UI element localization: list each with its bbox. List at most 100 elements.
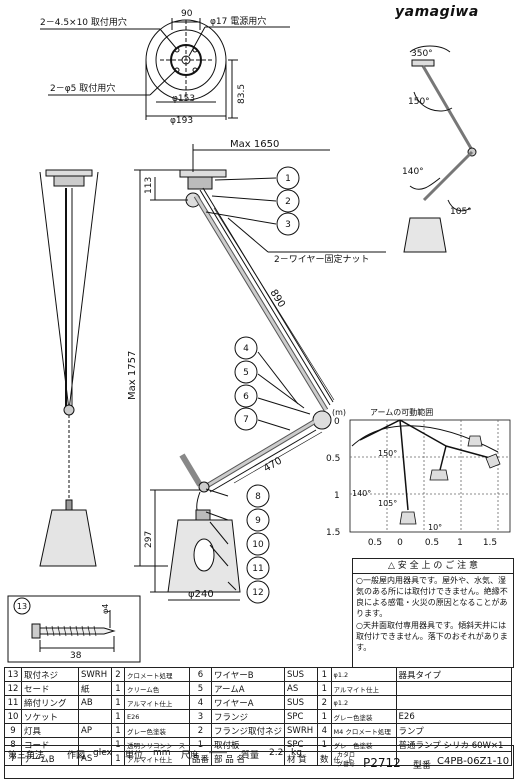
parts-cell-no2: 3 <box>188 709 213 724</box>
range-deg-140: 140° <box>352 489 371 498</box>
parts-cell-name: 締付リング <box>21 695 79 710</box>
callout-5: 5 <box>243 368 249 378</box>
author-label: 作図 <box>67 751 86 761</box>
range-chart <box>349 419 511 533</box>
parts-cell-no2: 2 <box>188 723 213 738</box>
range-deg-105: 105° <box>378 499 397 508</box>
parts-cell-finish: クロメート処理 <box>124 667 190 682</box>
parts-cell-mat <box>78 709 112 724</box>
side-deg-150: 150° <box>408 97 430 107</box>
parts-cell-fin2: φ1.2 <box>330 667 397 682</box>
parts-cell-qty: 1 <box>111 695 125 710</box>
range-unit: (m) <box>332 408 346 417</box>
parts-cell-fin2: アルマイト仕上 <box>330 681 397 696</box>
screw-no: 13 <box>17 602 27 611</box>
parts-cell-name2: アームA <box>211 681 286 696</box>
parts-cell-name: セード <box>21 681 79 696</box>
callout-numbers: 1 2 3 4 5 6 7 8 9 10 11 12 <box>243 174 291 598</box>
callout-4: 4 <box>243 344 249 354</box>
catalog-value: P2712 <box>363 756 401 770</box>
range-ytick-2: 1 <box>334 491 340 501</box>
brand-logo: yamagiwa <box>395 4 479 20</box>
parts-cell-no2: 6 <box>188 667 213 682</box>
catalog-label: カタログ番号 <box>337 752 356 768</box>
parts-cell-mat: SWRH <box>78 667 112 682</box>
range-deg-10: 10° <box>428 523 442 532</box>
dim-max-1650: Max 1650 <box>230 139 279 150</box>
parts-cell-mat: 紙 <box>78 681 112 696</box>
parts-cell-no2: 4 <box>188 695 213 710</box>
scale-value: ―― <box>209 748 227 758</box>
parts-cell-name: ソケット <box>21 709 79 724</box>
safety-note-2: ○天井面取付専用器具です。傾斜天井には取付けできません。落下のおそれがあります。 <box>356 621 508 652</box>
callout-12: 12 <box>252 588 263 598</box>
main-view <box>134 144 386 604</box>
parts-cell-name2: 部 品 名 <box>211 751 286 766</box>
unit-label: 単位 <box>125 751 144 761</box>
dim-90: 90 <box>181 9 193 19</box>
weight-label: 質量 <box>241 751 260 761</box>
parts-cell-name: 取付ネジ <box>21 667 79 682</box>
parts-cell-qty2: 1 <box>317 667 332 682</box>
spec-cell <box>395 681 513 696</box>
callout-8: 8 <box>255 492 261 502</box>
parts-cell-no: 12 <box>4 681 22 696</box>
parts-cell-name2: ワイヤーB <box>211 667 286 682</box>
spec-lamp-label: ランプ <box>395 723 513 738</box>
callout-3: 3 <box>285 220 291 230</box>
screw-dim-4: φ4 <box>101 604 110 614</box>
parts-cell-name: 灯具 <box>21 723 79 738</box>
parts-cell-name2: フランジ <box>211 709 286 724</box>
dim-83-5: 83.5 <box>237 84 247 104</box>
screw-detail <box>7 595 141 663</box>
parts-cell-no: 9 <box>4 723 22 738</box>
unit-value: mm <box>153 748 171 758</box>
parts-cell-qty2: 1 <box>317 709 332 724</box>
parts-cell-finish: アルマイト仕上 <box>124 695 190 710</box>
spec-cell <box>395 695 513 710</box>
author-value: glex <box>93 748 112 758</box>
callout-circles <box>234 166 300 604</box>
range-ytick-1: 0.5 <box>326 454 340 464</box>
scale-label: 尺度 <box>181 751 200 761</box>
parts-cell-no2: 品番 <box>188 751 213 766</box>
callout-1: 1 <box>285 174 291 184</box>
weight-unit: kg <box>291 748 302 758</box>
parts-cell-mat2: SUS <box>284 695 319 710</box>
spec-cell <box>395 751 513 766</box>
side-deg-105: 105° <box>450 207 472 217</box>
callout-2: 2 <box>285 197 291 207</box>
safety-notes: △ 安 全 上 の ご 注 意 ○一般屋内用器具です。屋外や、水気、湿気のある所… <box>352 558 514 668</box>
parts-cell-fin2: φ1.2 <box>330 695 397 710</box>
range-x-ticks: 0.5 0 0.5 1 1.5 <box>368 538 497 548</box>
safety-header: △ 安 全 上 の ご 注 意 <box>353 559 513 574</box>
parts-cell-finish: E26 <box>124 709 190 724</box>
parts-cell-mat2: SUS <box>284 667 319 682</box>
parts-cell-finish: クリーム色 <box>124 681 190 696</box>
hole-label-2: 2－φ5 取付用穴 <box>50 82 115 94</box>
dim-113: 113 <box>144 177 154 194</box>
parts-cell-qty2: 2 <box>317 695 332 710</box>
range-deg-150: 150° <box>378 449 397 458</box>
parts-cell-no: 10 <box>4 709 22 724</box>
side-deg-140: 140° <box>402 167 424 177</box>
title-block: 第三角法 作図 glex 単位 mm 尺度 ―― 質量 2.2 kg カタログ番… <box>4 745 514 779</box>
parts-cell-mat2: AS <box>284 681 319 696</box>
side-deg-350: 350° <box>411 49 433 59</box>
hole-label-1: 2－4.5×10 取付用穴 <box>40 16 127 28</box>
parts-cell-mat: AP <box>78 723 112 738</box>
parts-cell-name2: ワイヤーA <box>211 695 286 710</box>
dim-153: φ153 <box>172 94 195 104</box>
parts-cell-fin2: グレー色塗装 <box>330 709 397 724</box>
parts-cell-qty2: 1 <box>317 681 332 696</box>
parts-cell-fin2: M4 クロメート処理 <box>330 723 397 738</box>
side-thumbnail <box>403 45 477 253</box>
parts-cell-no2: 5 <box>188 681 213 696</box>
